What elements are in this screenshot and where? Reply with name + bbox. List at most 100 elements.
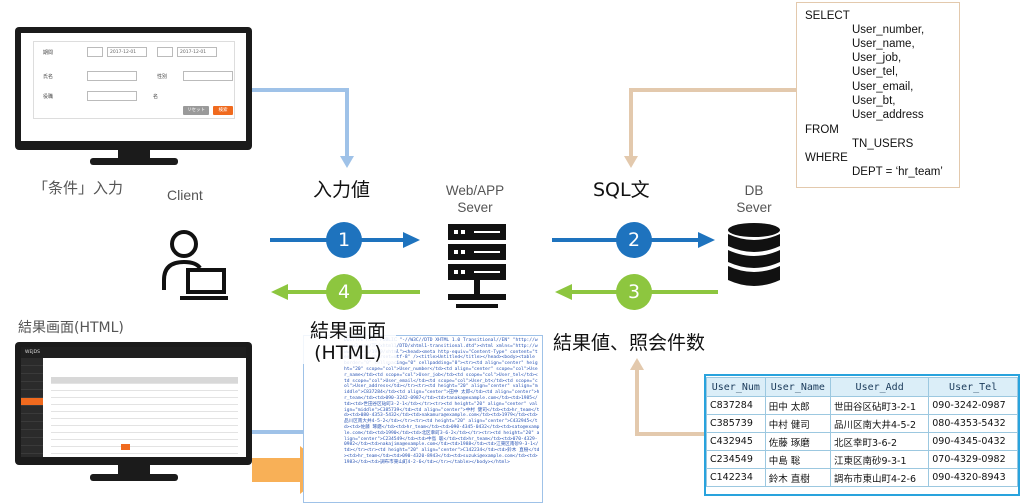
- step3-arrowhead: [555, 284, 572, 300]
- result-monitor-neck: [118, 465, 150, 475]
- date-from-field[interactable]: [87, 47, 103, 57]
- cell-user-name: 鈴木 直樹: [764, 468, 832, 487]
- user-computer-icon: [162, 230, 228, 300]
- sql-column-3: User_job,: [852, 52, 902, 64]
- cell-user-name: 中村 健司: [764, 414, 832, 433]
- client-monitor: 期間 2017-12-01 2017-12-01 氏名 性別 役職 名 リセット…: [15, 27, 252, 150]
- result-data-table: User_Num User_Name User_Add User_Tel C83…: [706, 377, 1018, 487]
- result-html-label-line2: (HTML): [300, 342, 396, 364]
- col-header-user-name: User_Name: [764, 377, 832, 397]
- cell-user-tel: 090-4320-8943: [928, 468, 1018, 487]
- reset-button[interactable]: リセット: [183, 106, 209, 115]
- position-label: 役職: [43, 94, 54, 100]
- client-label: Client: [167, 187, 203, 203]
- sql-column-1: User_number,: [852, 24, 925, 36]
- result-connector: [635, 368, 704, 436]
- cell-user-num: C142234: [706, 468, 766, 487]
- result-screen-label: 結果画面(HTML): [18, 320, 124, 336]
- sql-column-2: User_name,: [852, 38, 915, 50]
- condition-input-label: 「条件」入力: [33, 179, 124, 197]
- input-value-label: 入力値: [313, 179, 371, 201]
- name-input[interactable]: [87, 71, 137, 81]
- result-monitor-base: [90, 474, 178, 481]
- db-server-label: DB Sever: [736, 183, 772, 215]
- step2-arrowhead: [698, 232, 715, 248]
- client-monitor-neck: [118, 150, 150, 160]
- cell-user-add: 世田谷区砧町3-2-1: [830, 396, 930, 415]
- web-app-server-label: Web/APP Sever: [445, 183, 505, 215]
- name-row: 氏名 性別: [33, 70, 234, 84]
- input-connector-arrowhead: [340, 156, 354, 168]
- step-3-badge: 3: [616, 274, 652, 310]
- html-code-text: DOCTYPE html PUBLIC "-//W3C//DTD XHTML 1…: [344, 338, 540, 465]
- date-from-input[interactable]: 2017-12-01: [107, 47, 147, 57]
- result-screen-table: [51, 377, 238, 454]
- cell-user-add: 江東区南砂9-3-1: [830, 450, 930, 469]
- sql-select: SELECT: [805, 10, 850, 22]
- step1-arrowhead: [403, 232, 420, 248]
- cell-user-tel: 070-4329-0982: [928, 450, 1018, 469]
- sql-where: WHERE: [805, 152, 848, 164]
- result-screen-sidebar: [21, 358, 43, 457]
- step4-arrowhead: [271, 284, 288, 300]
- sql-from: FROM: [805, 124, 839, 136]
- period-label: 期間: [43, 50, 54, 56]
- period-row: 期間 2017-12-01 2017-12-01: [33, 46, 234, 60]
- date-to-field[interactable]: [157, 47, 173, 57]
- sql-column-7: User_address: [852, 109, 924, 121]
- gender-select[interactable]: [183, 71, 233, 81]
- sql-table: TN_USERS: [852, 138, 914, 150]
- sql-column-4: User_tel,: [852, 66, 899, 78]
- result-monitor: WEJDS: [15, 342, 252, 465]
- cell-user-add: 調布市東山町4-2-6: [830, 468, 930, 487]
- col-header-user-tel: User_Tel: [928, 377, 1018, 397]
- web-server-icon: [448, 224, 506, 308]
- client-monitor-base: [90, 158, 178, 165]
- date-to-input[interactable]: 2017-12-01: [177, 47, 217, 57]
- cell-user-name: 中島 聡: [764, 450, 832, 469]
- sql-query-box: SELECT User_number, User_name, User_job,…: [796, 2, 960, 188]
- col-header-user-add: User_Add: [830, 377, 930, 397]
- cell-user-num: C234549: [706, 450, 766, 469]
- search-button[interactable]: 検索: [213, 106, 233, 115]
- sql-connector-arrowhead: [624, 156, 638, 168]
- result-screen-header: WEJDS: [21, 347, 246, 358]
- cell-user-num: C385739: [706, 414, 766, 433]
- sql-condition: DEPT = ‘hr_team’: [852, 166, 943, 178]
- cell-user-name: 佐藤 琢磨: [764, 432, 832, 451]
- client-form-screen: 期間 2017-12-01 2017-12-01 氏名 性別 役職 名 リセット…: [21, 33, 246, 141]
- cell-user-add: 北区幸町3-6-2: [830, 432, 930, 451]
- cell-user-tel: 080-4353-5432: [928, 414, 1018, 433]
- result-html-label: 結果画面 (HTML): [300, 320, 396, 364]
- input-connector: [252, 88, 349, 158]
- cell-user-add: 品川区南大井4-5-2: [830, 414, 930, 433]
- table-row: C234549 中島 聡 江東区南砂9-3-1 070-4329-0982: [706, 450, 1018, 469]
- step-2-badge: 2: [616, 222, 652, 258]
- table-row: C432945 佐藤 琢磨 北区幸町3-6-2 090-4345-0432: [706, 432, 1018, 451]
- step-4-badge: 4: [326, 274, 362, 310]
- table-row: C837284 田中 太郎 世田谷区砧町3-2-1 090-3242-0987: [706, 396, 1018, 415]
- sql-text-label: SQL文: [593, 179, 650, 201]
- result-count-label: 結果値、照会件数: [553, 332, 706, 354]
- cell-user-name: 田中 太郎: [764, 396, 832, 415]
- cell-user-tel: 090-3242-0987: [928, 396, 1018, 415]
- position-input[interactable]: [87, 91, 137, 101]
- table-row: C385739 中村 健司 品川区南大井4-5-2 080-4353-5432: [706, 414, 1018, 433]
- step-1-badge: 1: [326, 222, 362, 258]
- result-connector-arrowhead: [630, 358, 644, 370]
- sql-connector: [629, 88, 796, 158]
- cell-user-tel: 090-4345-0432: [928, 432, 1018, 451]
- database-icon: [728, 223, 780, 286]
- sql-column-6: User_bt,: [852, 95, 896, 107]
- result-screen-logo: WEJDS: [25, 350, 40, 355]
- gender-label: 性別: [157, 74, 168, 80]
- col-header-user-num: User_Num: [706, 377, 766, 397]
- cell-user-num: C432945: [706, 432, 766, 451]
- name-label: 氏名: [43, 74, 54, 80]
- position-unit: 名: [153, 94, 159, 100]
- position-row: 役職 名: [33, 90, 234, 104]
- result-html-label-line1: 結果画面: [300, 320, 396, 342]
- table-row: C142234 鈴木 直樹 調布市東山町4-2-6 090-4320-8943: [706, 468, 1018, 487]
- sql-column-5: User_email,: [852, 81, 914, 93]
- result-screen: WEJDS: [21, 347, 246, 457]
